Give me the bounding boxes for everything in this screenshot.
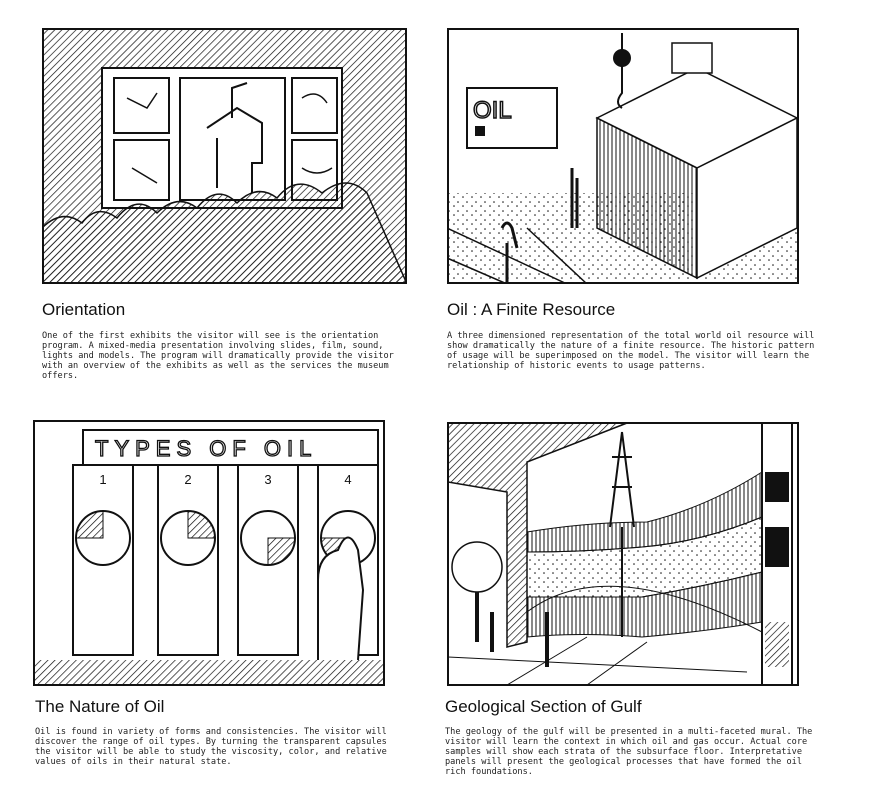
capsule-number-4: 4	[344, 472, 351, 487]
capsule-number-1: 1	[99, 472, 106, 487]
panel-title-finite-resource: Oil : A Finite Resource	[447, 300, 616, 319]
panel-title-orientation: Orientation	[42, 300, 126, 319]
capsule-number-3: 3	[264, 472, 271, 487]
capsule-number-2: 2	[184, 472, 191, 487]
orientation-sketch	[42, 28, 407, 284]
panel-text-orientation: One of the first exhibits the visitor wi…	[42, 331, 394, 381]
panel-text-finite-resource: A three dimensioned representation of th…	[447, 331, 815, 371]
finite-resource-sketch: OIL	[447, 28, 799, 284]
panel-text-geological-section: The geology of the gulf will be presente…	[445, 727, 813, 777]
panel-text-nature-of-oil: Oil is found in variety of forms and con…	[35, 727, 387, 767]
geological-section-sketch	[447, 422, 799, 686]
types-of-oil-sign: TYPES OF OIL	[95, 436, 317, 461]
oil-sign-text: OIL	[473, 97, 512, 124]
panel-title-geological-section: Geological Section of Gulf	[445, 697, 642, 716]
nature-of-oil-sketch: TYPES OF OIL 1 2 3 4	[33, 420, 385, 686]
panel-title-nature-of-oil: The Nature of Oil	[35, 697, 165, 716]
